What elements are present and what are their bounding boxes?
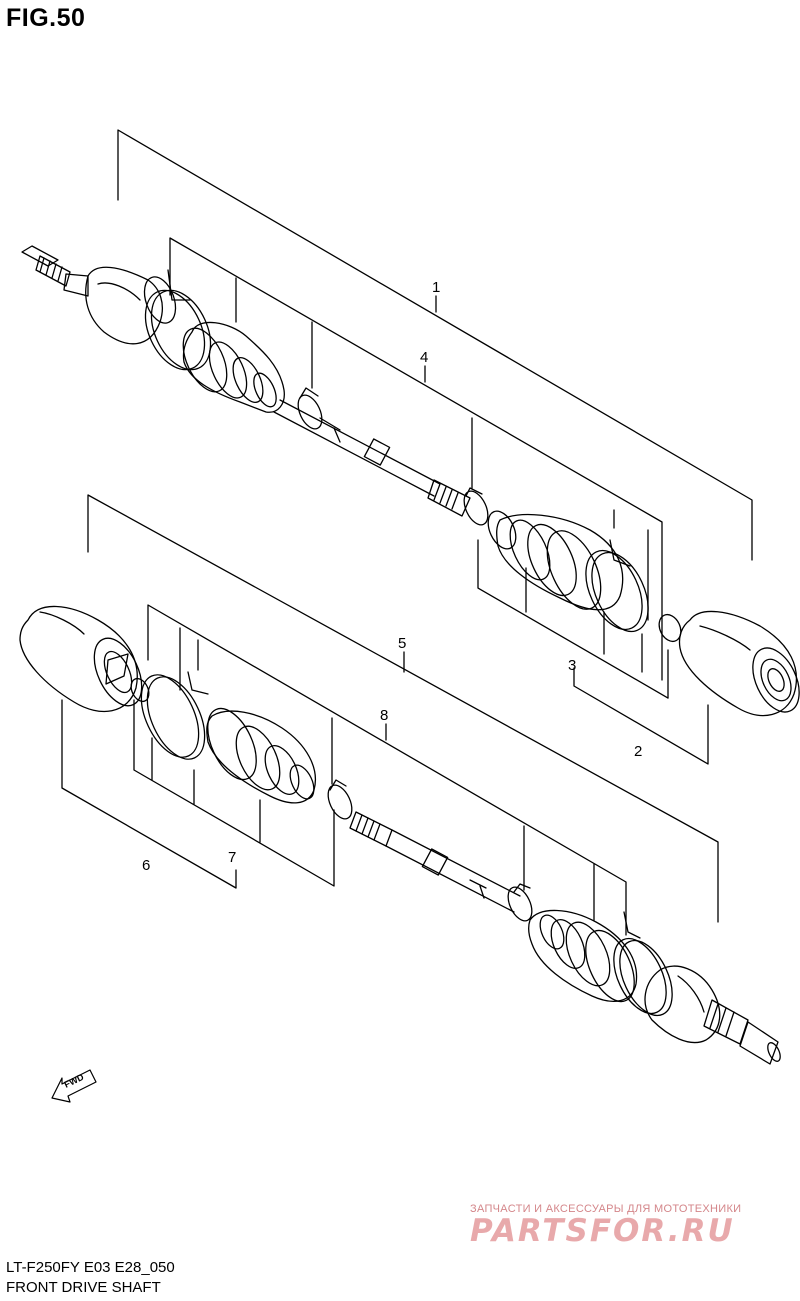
callout-5: 5 [398, 635, 406, 652]
outer-boot-lower [528, 909, 638, 1003]
bracket-8 [147, 604, 627, 936]
figure-name: FRONT DRIVE SHAFT [6, 1279, 161, 1296]
boot-band-lower-3 [507, 883, 533, 922]
callout-7: 7 [228, 849, 236, 866]
upper-shaft [273, 399, 441, 497]
callout-1: 1 [432, 279, 440, 296]
bracket-2 [573, 667, 709, 765]
model-code: LT-F250FY E03 E28_050 [6, 1259, 175, 1276]
snap-ring-upper [658, 613, 682, 643]
callout-4: 4 [420, 349, 428, 366]
watermark-tagline: ЗАПЧАСТИ И АКСЕССУАРЫ ДЛЯ МОТОТЕХНИКИ [470, 1203, 742, 1215]
boot-band-upper-1 [144, 269, 212, 371]
boot-band-upper-3 [487, 510, 517, 550]
bracket-5 [87, 494, 719, 923]
inner-boot-upper [496, 513, 624, 611]
lower-shaft [349, 811, 521, 913]
boot-band-lower-1 [140, 671, 209, 760]
circlip-upper [463, 487, 489, 526]
snap-ring-lower [130, 677, 150, 703]
bracket-3 [477, 539, 669, 699]
outer-boot-upper [182, 321, 285, 413]
figure-title: FIG.50 [6, 4, 86, 32]
watermark: ЗАПЧАСТИ И АКСЕССУАРЫ ДЛЯ МОТОТЕХНИКИ PA… [470, 1203, 800, 1249]
callout-6: 6 [142, 857, 150, 874]
fwd-arrow-icon: FWD [51, 1069, 97, 1103]
bracket-1 [117, 129, 753, 561]
outer-cv-joint [85, 266, 177, 345]
outer-cv-joint-lower [644, 965, 781, 1065]
boot-band-upper-4 [585, 539, 649, 633]
callout-8: 8 [380, 707, 388, 724]
watermark-logo: PARTSFOR.RU [470, 1213, 735, 1249]
bracket-4 [169, 237, 663, 681]
boot-band-upper-2 [297, 387, 323, 430]
lower-drive-shaft-assembly: 5 8 6 7 [19, 494, 781, 1065]
mid-spline [427, 479, 471, 517]
callout-2: 2 [634, 743, 642, 760]
bracket-7 [133, 699, 335, 887]
inner-boot-lower [206, 707, 316, 804]
boot-band-lower-2 [327, 779, 353, 820]
bracket-6 [61, 699, 237, 889]
upper-drive-shaft-assembly: 1 4 3 2 [21, 129, 800, 765]
inner-joint-housing-upper [678, 610, 800, 717]
left-spline-stub [21, 245, 89, 297]
callout-3: 3 [568, 657, 576, 674]
figure-caption: LT-F250FY E03 E28_050 FRONT DRIVE SHAFT [6, 1258, 175, 1298]
boot-band-lower-4 [613, 911, 673, 1017]
inner-joint-housing-lower [19, 605, 143, 713]
